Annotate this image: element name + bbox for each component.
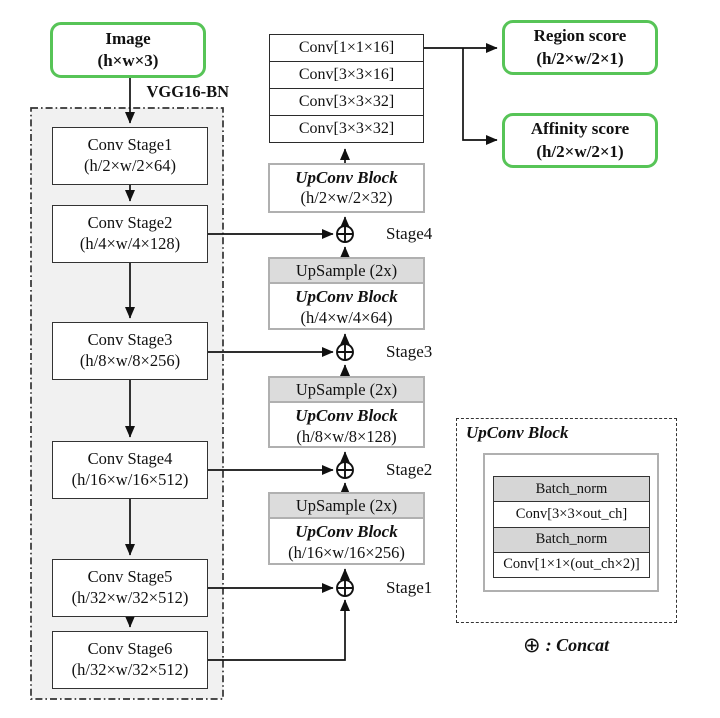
head-conv-row: Conv[3×3×32] <box>270 115 423 142</box>
concat-symbol-icon: ⊕ <box>523 633 541 657</box>
skip-connection-lines <box>208 228 351 661</box>
conv-stage6-title: Conv Stage6 <box>87 639 173 659</box>
detail-row-conv3x3: Conv[3×3×out_ch] <box>494 501 649 526</box>
region-score-box: Region score (h/2×w/2×1) <box>502 20 658 75</box>
conv-stage2-title: Conv Stage2 <box>87 213 173 233</box>
conv-stage4-box: Conv Stage4 (h/16×w/16×512) <box>52 441 208 499</box>
upsample-header: UpSample (2x) <box>270 378 423 403</box>
affinity-score-box: Affinity score (h/2×w/2×1) <box>502 113 658 168</box>
head-conv-row: Conv[3×3×32] <box>270 88 423 115</box>
upconv-block-top-shape: (h/2×w/2×32) <box>300 188 393 208</box>
conv-stage4-shape: (h/16×w/16×512) <box>71 470 189 489</box>
upconv-group-2: UpSample (2x) UpConv Block (h/8×w/8×128) <box>268 376 425 448</box>
conv-stage1-box: Conv Stage1 (h/2×w/2×64) <box>52 127 208 185</box>
upconv-group-1: UpSample (2x) UpConv Block (h/4×w/4×64) <box>268 257 425 330</box>
head-conv-stack: Conv[1×1×16] Conv[3×3×16] Conv[3×3×32] C… <box>269 34 424 143</box>
concat-legend: ⊕ : Concat <box>523 635 609 656</box>
affinity-score-title: Affinity score <box>530 119 630 139</box>
upsample-header: UpSample (2x) <box>270 494 423 519</box>
concat-node-stage3 <box>336 343 354 361</box>
affinity-score-shape: (h/2×w/2×1) <box>536 141 624 161</box>
merge-label-stage2: Stage2 <box>386 460 433 479</box>
upconv-block-top-title: UpConv Block <box>295 167 398 187</box>
conv-stage2-box: Conv Stage2 (h/4×w/4×128) <box>52 205 208 263</box>
detail-row-conv1x1: Conv[1×1×(out_ch×2)] <box>494 551 649 577</box>
conv-stage5-title: Conv Stage5 <box>87 567 173 587</box>
upconv-detail-rows: Batch_norm Conv[3×3×out_ch] Batch_norm C… <box>493 476 650 578</box>
upsample-header: UpSample (2x) <box>270 259 423 284</box>
merge-label-stage3: Stage3 <box>386 342 433 361</box>
conv-stage1-shape: (h/2×w/2×64) <box>84 156 176 175</box>
concat-node-stage2 <box>336 461 354 479</box>
conv-stage1-title: Conv Stage1 <box>87 135 173 155</box>
conv-stage6-box: Conv Stage6 (h/32×w/32×512) <box>52 631 208 689</box>
head-conv-row: Conv[3×3×16] <box>270 61 423 88</box>
backbone-label: VGG16-BN <box>146 82 230 101</box>
concat-node-stage1 <box>336 579 354 597</box>
input-image-box: Image (h×w×3) <box>50 22 206 78</box>
upconv-group-2-title: UpConv Block <box>295 406 398 426</box>
upconv-group-3-shape: (h/16×w/16×256) <box>288 542 405 562</box>
concat-legend-label: : Concat <box>545 635 610 655</box>
conv-stage4-title: Conv Stage4 <box>87 449 173 469</box>
output-branch-lines <box>424 42 498 146</box>
detail-row-batchnorm-2: Batch_norm <box>494 526 649 552</box>
merge-label-stage4: Stage4 <box>386 224 433 243</box>
region-score-shape: (h/2×w/2×1) <box>536 48 624 68</box>
region-score-title: Region score <box>533 26 627 46</box>
conv-stage5-box: Conv Stage5 (h/32×w/32×512) <box>52 559 208 617</box>
upconv-group-1-title: UpConv Block <box>295 287 398 307</box>
upconv-group-1-shape: (h/4×w/4×64) <box>300 307 393 327</box>
conv-stage5-shape: (h/32×w/32×512) <box>71 588 189 607</box>
upconv-group-2-shape: (h/8×w/8×128) <box>296 426 397 446</box>
merge-label-stage1: Stage1 <box>386 578 433 597</box>
conv-stage2-shape: (h/4×w/4×128) <box>79 234 181 253</box>
conv-stage3-title: Conv Stage3 <box>87 330 173 350</box>
upconv-group-3-title: UpConv Block <box>295 522 398 542</box>
conv-stage3-shape: (h/8×w/8×256) <box>79 351 181 370</box>
detail-row-batchnorm-1: Batch_norm <box>494 477 649 502</box>
concat-node-stage4 <box>336 225 354 243</box>
upconv-detail-title: UpConv Block <box>466 423 569 442</box>
concat-nodes <box>336 225 354 597</box>
input-image-title: Image <box>105 28 151 48</box>
upconv-group-3: UpSample (2x) UpConv Block (h/16×w/16×25… <box>268 492 425 565</box>
conv-stage6-shape: (h/32×w/32×512) <box>71 660 189 679</box>
upconv-block-top: UpConv Block (h/2×w/2×32) <box>268 163 425 213</box>
head-conv-row: Conv[1×1×16] <box>270 35 423 61</box>
conv-stage3-box: Conv Stage3 (h/8×w/8×256) <box>52 322 208 380</box>
input-image-shape: (h×w×3) <box>97 51 159 70</box>
